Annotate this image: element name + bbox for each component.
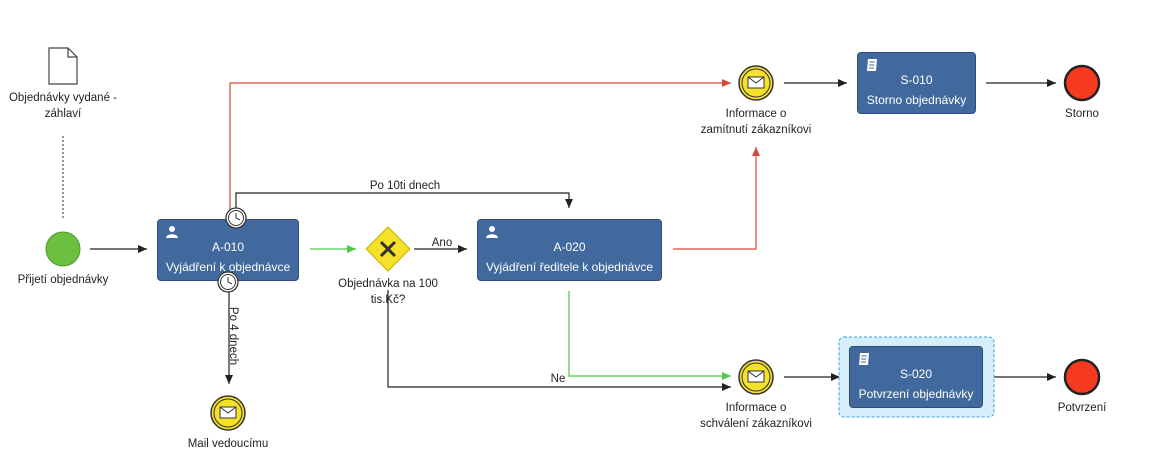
task-id: A-020 [553, 240, 586, 254]
timer-boundary-top-icon[interactable] [225, 207, 247, 229]
flow-a020-approve[interactable] [568, 291, 731, 380]
artifact-label-line1: Objednávky vydané - [8, 92, 118, 104]
timer-boundary-bottom-icon[interactable] [217, 271, 239, 293]
exclusive-gateway-icon[interactable] [365, 226, 411, 272]
end-event-storno[interactable] [1063, 64, 1101, 102]
message-approve-label-line1: Informace o [725, 402, 787, 414]
message-reject-label-line1: Informace o [725, 108, 787, 120]
end-event-confirm[interactable] [1063, 358, 1101, 396]
message-event-manager[interactable] [210, 395, 246, 431]
task-id: S-010 [900, 73, 933, 87]
flow-gateway-no[interactable] [387, 290, 731, 391]
flow-label-timer-bottom: Po 4 dnech [227, 306, 239, 366]
gateway-label: Objednávka na 100 tis.Kč? [328, 276, 448, 308]
task-a020[interactable]: A-020 Vyjádření ředitele k objednávce [477, 219, 662, 281]
script-icon [859, 353, 869, 365]
message-approve-label: Informace o schválení zákazníkovi [686, 400, 826, 432]
start-event[interactable] [45, 231, 81, 267]
task-name: Vyjádření k objednávce [165, 260, 291, 274]
task-name: Vyjádření ředitele k objednávce [486, 260, 653, 274]
task-a010[interactable]: A-010 Vyjádření k objednávce [157, 219, 299, 281]
flow-label-yes: Ano [431, 237, 453, 249]
script-icon [867, 59, 877, 71]
task-id: A-010 [211, 240, 245, 254]
task-name: Potvrzení objednávky [858, 387, 974, 401]
message-reject-label-line2: zamítnutí zákazníkovi [700, 124, 812, 136]
gateway-label-line2: tis.Kč? [370, 294, 406, 306]
gateway-label-line1: Objednávka na 100 [338, 278, 438, 290]
task-name: Storno objednávky [866, 93, 967, 107]
end-storno-label: Storno [1065, 108, 1099, 120]
flow-a010-reject[interactable] [229, 79, 731, 219]
message-manager-label: Mail vedoucímu [187, 438, 269, 450]
flow-label-timer-top: Po 10ti dnech [369, 180, 441, 192]
document-icon[interactable] [48, 47, 78, 85]
flow-label-no: Ne [550, 373, 566, 385]
artifact-label: Objednávky vydané - záhlaví [0, 90, 126, 122]
task-s010[interactable]: S-010 Storno objednávky [857, 52, 976, 114]
user-icon [486, 226, 498, 238]
flow-a020-reject[interactable] [673, 147, 760, 250]
end-confirm-label: Potvrzení [1057, 402, 1107, 414]
task-id: S-020 [899, 367, 933, 381]
artifact-label-line2: záhlaví [44, 108, 82, 120]
message-reject-label: Informace o zamítnutí zákazníkovi [686, 106, 826, 138]
message-approve-label-line2: schválení zákazníkovi [700, 418, 812, 430]
start-event-label: Přijetí objednávky [17, 274, 109, 286]
flow-timer-top[interactable] [235, 192, 573, 208]
message-event-approve[interactable] [738, 359, 774, 395]
user-icon [166, 226, 178, 238]
task-s020[interactable]: S-020 Potvrzení objednávky [849, 346, 983, 408]
message-event-reject[interactable] [738, 65, 774, 101]
